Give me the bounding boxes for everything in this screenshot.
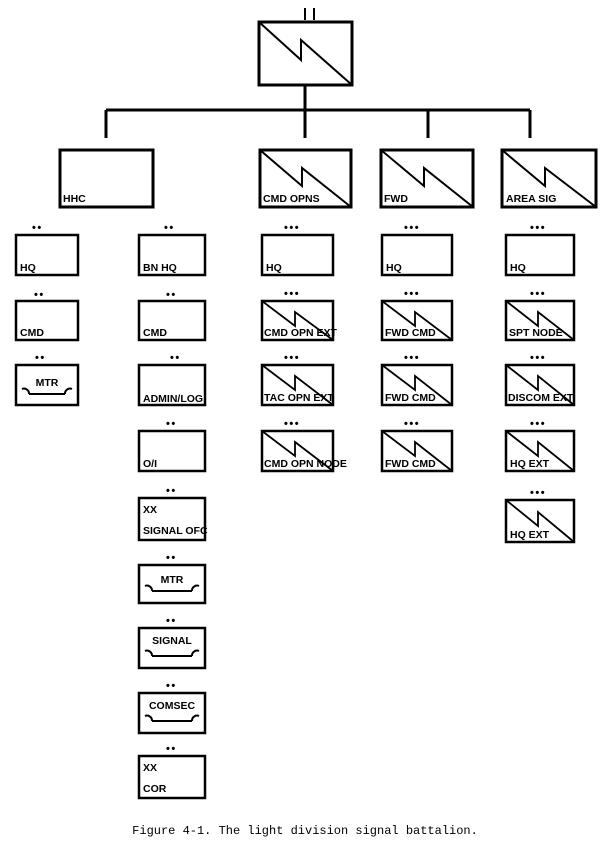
unit-hq-ext-1: ••• HQ EXT: [504, 418, 576, 473]
unit-cmd-opn-ext-label: CMD OPN EXT: [264, 327, 338, 339]
unit-hq-ext-2: ••• HQ EXT: [504, 487, 576, 544]
unit-fwd-cmd-1-label: FWD CMD: [385, 327, 436, 339]
unit-cmd-opns-hq: ••• HQ: [260, 222, 335, 277]
unit-cmd-opn-ext-dots: •••: [284, 288, 300, 300]
unit-hhc-hq-label: HQ: [20, 262, 36, 274]
unit-discom-ext-dots: •••: [530, 352, 546, 364]
unit-hhc-mtr-label: MTR: [36, 377, 59, 389]
unit-o-i-dots: ••: [166, 418, 177, 430]
unit-hhc-mtr: •• MTR: [14, 352, 80, 407]
unit-cmd-opn-node-dots: •••: [284, 418, 300, 430]
company-fwd: FWD: [379, 148, 475, 209]
unit-mtr-dots: ••: [166, 552, 177, 564]
unit-mtr: •• MTR: [137, 552, 207, 605]
unit-hq-ext-2-dots: •••: [530, 487, 546, 499]
unit-hhc-cmd-label: CMD: [20, 327, 44, 339]
unit-fwd-hq-label: HQ: [386, 262, 402, 274]
unit-fwd-cmd-1: ••• FWD CMD: [380, 288, 454, 342]
unit-comsec: •• COMSEC: [137, 680, 207, 735]
unit-hhc-cmd: •• CMD: [14, 289, 80, 342]
unit-hq-ext-2-label: HQ EXT: [510, 529, 550, 541]
unit-hhc-cmd-dots: ••: [34, 289, 45, 301]
unit-fwd-hq: ••• HQ: [380, 222, 454, 277]
unit-tac-opn-ext-label: TAC OPN EXT: [264, 392, 334, 404]
unit-signal-ofc: •• XX SIGNAL OFC: [137, 485, 208, 542]
unit-bn-cmd: •• CMD: [137, 289, 207, 342]
unit-fwd-hq-dots: •••: [404, 222, 420, 234]
unit-hq-ext-1-dots: •••: [530, 418, 546, 430]
unit-hhc-mtr-dots: ••: [35, 352, 46, 364]
unit-comsec-label: COMSEC: [149, 700, 196, 712]
unit-bn-hq: •• BN HQ: [137, 222, 207, 277]
unit-cmd-opn-node: ••• CMD OPN NODE: [260, 418, 347, 473]
unit-cmd-opn-node-label: CMD OPN NODE: [264, 458, 347, 470]
unit-fwd-cmd-2-dots: •••: [404, 352, 420, 364]
unit-tac-opn-ext: ••• TAC OPN EXT: [260, 352, 334, 407]
unit-admin-log-dots: ••: [170, 352, 181, 364]
connector-lines: [104, 8, 532, 138]
unit-cmd-opns-hq-label: HQ: [266, 262, 282, 274]
company-area-sig: AREA SIG: [500, 148, 598, 209]
unit-admin-log: •• ADMIN/LOG: [137, 352, 207, 407]
unit-cor-dots: ••: [166, 743, 177, 755]
unit-hq-ext-1-label: HQ EXT: [510, 458, 550, 470]
unit-area-hq-dots: •••: [530, 222, 546, 234]
unit-bn-cmd-label: CMD: [143, 327, 167, 339]
figure-caption: Figure 4-1. The light division signal ba…: [132, 824, 478, 838]
unit-discom-ext: ••• DISCOM EXT: [504, 352, 576, 407]
unit-fwd-cmd-1-dots: •••: [404, 288, 420, 300]
maintenance-wrench-icon: [21, 387, 73, 395]
unit-o-i-label: O/I: [143, 458, 157, 470]
company-cmd-opns: CMD OPNS: [258, 148, 353, 209]
unit-o-i: •• O/I: [137, 418, 207, 473]
unit-fwd-cmd-2: ••• FWD CMD: [380, 352, 454, 407]
unit-hhc-hq: •• HQ: [14, 222, 80, 277]
unit-signal-dots: ••: [166, 615, 177, 627]
battalion-box: [257, 20, 354, 87]
unit-signal: •• SIGNAL: [137, 615, 207, 670]
company-cmd-opns-label: CMD OPNS: [263, 193, 320, 205]
maintenance-wrench-icon: [144, 584, 200, 592]
company-fwd-label: FWD: [384, 193, 408, 205]
unit-signal-ofc-dots: ••: [166, 485, 177, 497]
unit-fwd-cmd-3: ••• FWD CMD: [380, 418, 454, 473]
unit-signal-label: SIGNAL: [152, 635, 192, 647]
unit-signal-ofc-label-2: SIGNAL OFC: [143, 525, 208, 537]
unit-hhc-hq-dots: ••: [32, 222, 43, 234]
unit-tac-opn-ext-dots: •••: [284, 352, 300, 364]
unit-area-hq: ••• HQ: [504, 222, 576, 277]
company-hhc: HHC: [58, 148, 155, 209]
unit-cmd-opns-hq-dots: •••: [284, 222, 300, 234]
unit-signal-ofc-label-1: XX: [143, 504, 157, 516]
unit-area-hq-label: HQ: [510, 262, 526, 274]
unit-fwd-cmd-3-label: FWD CMD: [385, 458, 436, 470]
unit-comsec-dots: ••: [166, 680, 177, 692]
unit-fwd-cmd-3-dots: •••: [404, 418, 420, 430]
unit-cor-label-2: COR: [143, 783, 167, 795]
signal-wrench-icon: [144, 649, 200, 657]
unit-mtr-label: MTR: [161, 574, 184, 586]
unit-fwd-cmd-2-label: FWD CMD: [385, 392, 436, 404]
comsec-wrench-icon: [144, 714, 200, 722]
unit-cor: •• XX COR: [137, 743, 207, 800]
company-area-sig-label: AREA SIG: [506, 193, 556, 205]
unit-bn-cmd-dots: ••: [166, 289, 177, 301]
unit-spt-node: ••• SPT NODE: [504, 288, 576, 342]
unit-cmd-opn-ext: ••• CMD OPN EXT: [260, 288, 338, 342]
company-hhc-label: HHC: [63, 193, 86, 205]
unit-spt-node-dots: •••: [530, 288, 546, 300]
unit-spt-node-label: SPT NODE: [509, 327, 563, 339]
unit-admin-log-label: ADMIN/LOG: [143, 393, 203, 405]
unit-cor-label-1: XX: [143, 762, 157, 774]
unit-bn-hq-label: BN HQ: [143, 262, 177, 274]
unit-bn-hq-dots: ••: [164, 222, 175, 234]
unit-discom-ext-label: DISCOM EXT: [508, 392, 574, 404]
